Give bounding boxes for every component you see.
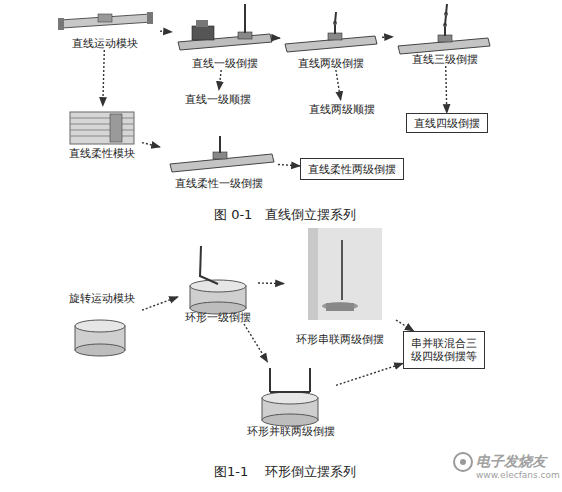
node-label: 环形串联两级倒摆 [296,333,384,346]
node-label: 直线一级顺摆 [185,93,251,106]
dotted-arrow [103,50,105,106]
linear-track [58,12,153,30]
dotted-arrow [336,70,341,100]
pendulum-item: 直线一级顺摆 [176,90,260,106]
watermark-logo [454,453,472,471]
node-label: 直线柔性两级倒摆 [308,163,396,176]
linear-pendulum [398,4,490,54]
node-label: 直线运动模块 [72,37,138,50]
node-label: 直线一级倒摆 [192,57,258,70]
pendulum-item: 直线运动模块 [50,4,160,50]
dotted-arrow [446,66,447,113]
pendulum-item: 环形串联两级倒摆 [284,224,396,346]
node-label: 直线柔性一级倒摆 [175,177,263,190]
result-box: 直线四级倒摆 [406,113,488,133]
pendulum-item: 旋转运动模块 [62,292,142,358]
dotted-arrow [382,36,393,38]
flexible-module [70,112,134,144]
rotary-base [75,320,125,356]
dotted-arrow [244,324,268,362]
pendulum-item: 直线柔性一级倒摆 [160,132,278,190]
dotted-arrow [219,70,221,90]
linear-pendulum [285,12,377,52]
node-label: 直线三级倒摆 [412,53,478,66]
dotted-arrow [396,320,414,331]
pendulum-item: 环形一级倒摆 [178,240,258,324]
result-box: 直线柔性两级倒摆 [300,158,404,180]
rotary-pendulum [262,368,318,426]
dotted-arrow [142,297,178,310]
pendulum-item: 直线一级倒摆 [172,2,278,70]
dotted-arrow [258,282,284,284]
node-label: 旋转运动模块 [69,292,135,305]
node-label: 串并联混合三级四级倒摆等 [408,337,480,363]
node-label: 环形一级倒摆 [185,311,251,324]
pendulum-item: 直线柔性模块 [62,106,142,160]
linear-pendulum [178,4,272,50]
node-label: 直线两级顺摆 [309,103,375,116]
dotted-arrow [142,143,160,147]
result-box: 串并联混合三级四级倒摆等 [403,331,485,369]
linear-pendulum [170,136,274,172]
dotted-arrow [278,37,280,38]
node-label: 环形并联两级倒摆 [247,425,335,438]
watermark: www.elecfans.com [476,470,560,480]
watermark: 电子发烧友 [476,453,546,471]
rotary-pendulum [190,246,246,314]
node-label: 直线柔性模块 [69,147,135,160]
figure-caption: 图1-1 环形倒立摆系列 [214,463,356,481]
figure-caption: 图 0-1 直线倒立摆系列 [214,206,356,224]
pendulum-item: 环形并联两级倒摆 [246,362,336,438]
rotary-photo [308,228,382,320]
pendulum-item: 直线两级顺摆 [300,100,384,116]
pendulum-item: 直线两级倒摆 [280,10,382,70]
dotted-arrow [336,363,403,385]
pendulum-item: 直线三级倒摆 [393,2,497,66]
node-label: 直线两级倒摆 [298,57,364,70]
dotted-arrow [160,30,172,32]
node-label: 直线四级倒摆 [414,117,480,130]
dotted-arrow [278,165,300,166]
